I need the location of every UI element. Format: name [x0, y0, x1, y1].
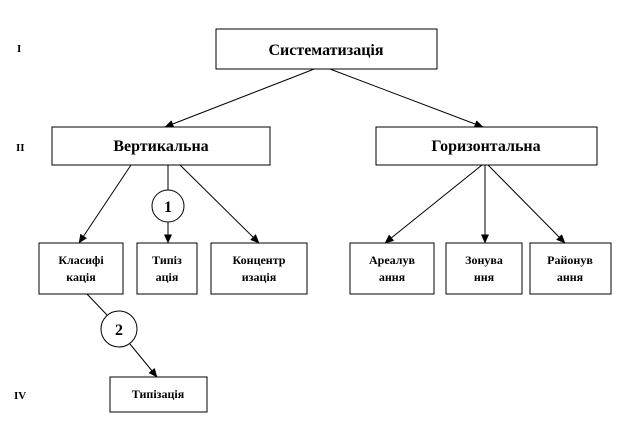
edge-horizontal-areal: [384, 164, 483, 244]
edge-vertical-classification: [78, 164, 132, 244]
level-label-iv: IV: [14, 390, 26, 402]
node-classification: Класифі кація: [38, 242, 124, 295]
node-concentration-line2: изація: [242, 270, 277, 284]
node-classification-line2: кація: [66, 270, 96, 284]
marker-1-label: 1: [164, 199, 172, 216]
marker-2: 2: [100, 310, 138, 348]
node-zoning-line1: Зонува: [465, 253, 503, 267]
marker-1: 1: [151, 189, 185, 223]
node-typization-short: Типіз ація: [136, 242, 198, 295]
node-regioning-line1: Районув: [547, 253, 593, 267]
node-typization-short-line2: ація: [156, 270, 179, 284]
marker-2-label: 2: [115, 322, 123, 339]
node-horizontal: Горизонтальна: [375, 126, 598, 166]
node-vertical: Вертикальна: [51, 126, 271, 166]
node-regioning-line2: ання: [557, 270, 584, 284]
node-typization: Типізація: [109, 376, 208, 413]
node-systematization: Систематизація: [215, 28, 438, 70]
node-concentration: Концентр изація: [210, 242, 308, 295]
node-typization-short-line1: Типіз: [152, 253, 182, 267]
node-systematization-label: Систематизація: [268, 42, 383, 59]
edge-root-horizontal: [321, 65, 484, 128]
edge-vertical-concentration: [179, 164, 260, 244]
edge-classification-marker2: [86, 293, 108, 316]
node-regioning: Районув ання: [529, 242, 612, 295]
edge-root-vertical: [164, 65, 323, 128]
edge-marker2-typization: [129, 343, 158, 378]
node-classification-line1: Класифі: [58, 253, 104, 267]
level-label-ii: II: [16, 142, 25, 154]
node-zoning-line2: ння: [474, 270, 495, 284]
node-areal: Ареалув ання: [349, 242, 435, 295]
node-areal-line1: Ареалув: [369, 253, 416, 267]
node-zoning: Зонува ння: [445, 242, 523, 295]
level-label-i: I: [17, 43, 21, 55]
node-vertical-label: Вертикальна: [113, 138, 208, 155]
node-areal-line2: ання: [379, 270, 406, 284]
edge-horizontal-regioning: [487, 164, 566, 244]
node-concentration-line1: Концентр: [233, 253, 286, 267]
node-typization-label: Типізація: [132, 387, 185, 401]
node-horizontal-label: Горизонтальна: [431, 138, 540, 155]
